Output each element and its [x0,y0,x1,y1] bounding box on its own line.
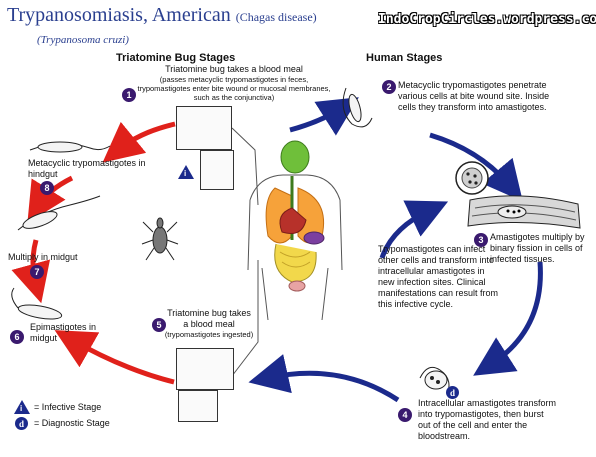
legend-diagnostic-icon: d [15,417,28,430]
step-1-text: Triatomine bug takes a blood meal (passe… [134,64,334,102]
step-1-main: Triatomine bug takes a blood meal [165,64,303,74]
step-4-text: Intracellular amastigotes transform into… [418,398,557,441]
trypomastigote-icon [29,141,111,153]
step-5-text: Triatomine bug takes a blood meal (trypo… [164,308,254,339]
infective-stage-icon: i [178,165,194,179]
header-human-stages: Human Stages [366,52,443,64]
infective-stage-symbol: i [184,169,187,178]
arrow-1-to-8 [102,121,176,163]
step-1-detail: (passes metacyclic trypomastigotes in fe… [137,75,331,102]
ingested-image-5 [178,390,218,422]
arrow-cycle-loop [473,261,543,376]
title-paren: (Chagas disease) [235,10,317,24]
arrow-1-to-2 [289,97,359,136]
step-badge-3: 3 [474,233,488,247]
human-anatomy-icon [247,140,343,321]
watermark: IndoCropCircles.wordpress.com [378,12,596,27]
step-8-text: Metacyclic trypomastigotes in hindgut [28,158,146,179]
step-badge-6: 6 [10,330,24,344]
tissue-icon [467,195,581,229]
legend-infective-label: = Infective Stage [34,402,102,412]
arrow-4-to-5 [248,354,400,403]
step-7-text: Multiply in midgut [8,252,78,262]
legend-infective-symbol: i [20,404,23,413]
arrow-2-to-3 [429,132,523,202]
arrow-7-to-6 [11,239,51,304]
step-badge-5: 5 [152,318,166,332]
bite-image-1 [176,106,232,150]
amastigote-cell-icon [455,161,489,195]
step-3-text: Amastigotes multiply by binary fission i… [490,232,585,264]
page-title: Trypanosomiasis, American (Chagas diseas… [7,4,317,27]
step-badge-2: 2 [382,80,396,94]
bite-image-5 [176,348,234,390]
diagnostic-stage-icon: d [446,386,459,399]
step-2-text: Metacyclic trypomastigotes penetrate var… [398,80,550,112]
metacyclic-trypomastigote-icon [342,87,373,128]
step-5-detail: (trypomastigotes ingested) [164,330,254,339]
step-badge-1: 1 [122,88,136,102]
step-badge-8: 8 [40,181,54,195]
legend-diagnostic-label: = Diagnostic Stage [34,418,110,428]
title-main: Trypanosomiasis, American [7,4,231,26]
feces-image-1 [200,150,234,190]
triatomine-bug-icon [141,217,179,261]
step-5-main: Triatomine bug takes a blood meal [167,308,251,329]
step-badge-4: 4 [398,408,412,422]
header-bug-stages: Triatomine Bug Stages [116,52,236,64]
epimastigote-icon [11,195,101,320]
arrow-4-to-3 [379,200,449,259]
bloodstream-trypomastigote-icon [419,366,450,393]
arrow-5-to-6 [54,330,175,385]
legend-infective-icon: i [14,400,30,414]
page-subtitle: (Trypanosoma cruzi) [37,34,129,46]
center-note: Trypomastigotes can infect other cells a… [378,244,499,309]
step-badge-7: 7 [30,265,44,279]
step-6-text: Epimastigotes in midgut [30,322,97,343]
